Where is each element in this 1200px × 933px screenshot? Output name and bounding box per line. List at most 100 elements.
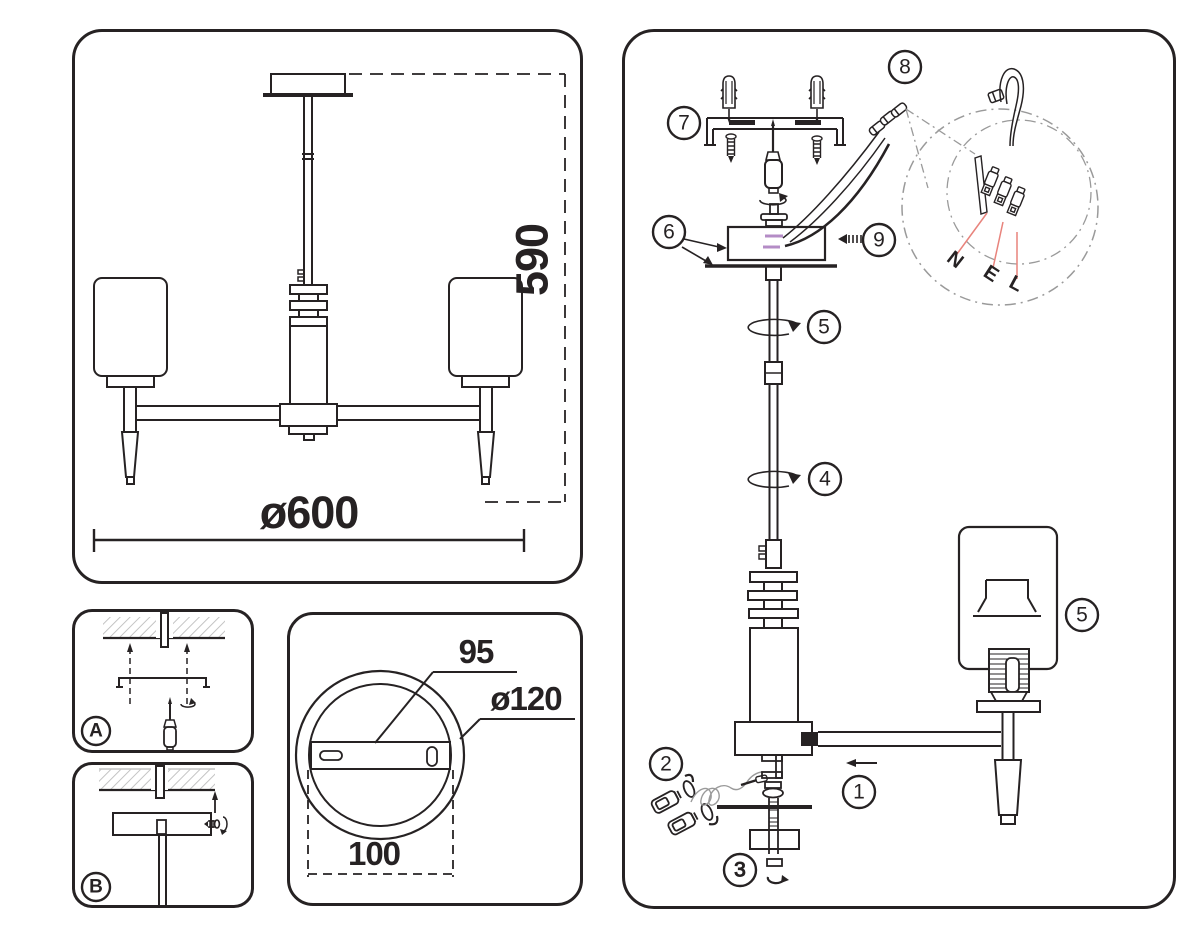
wire-end-connector	[740, 774, 768, 787]
wiring-detail-circle: N E L	[901, 67, 1099, 306]
up-arrow-icon	[212, 791, 218, 813]
mount-plate-panel: 95 ø120 100	[287, 612, 583, 906]
supply-wires	[782, 131, 891, 248]
wire-live-label: L	[1005, 271, 1026, 296]
clip-icon	[684, 773, 695, 783]
diameter-dimension: ø600	[260, 487, 359, 538]
step8-group: 8	[867, 49, 1099, 306]
canopy-slots-purple	[763, 234, 783, 249]
step8-badge	[887, 49, 923, 85]
step6-arrows	[681, 238, 727, 265]
detail-a-label: A	[89, 721, 103, 742]
mounting-bracket	[116, 677, 210, 688]
canopy-side-view	[112, 812, 212, 905]
insert-arrow-icon	[846, 759, 877, 767]
mount-bracket-bar	[310, 741, 451, 770]
bracket-width-dimension: 95	[459, 633, 494, 670]
right-lamp	[448, 277, 523, 485]
diameter-dimension-line	[92, 529, 526, 552]
hole-spacing-lines	[307, 770, 454, 877]
canopy-group: 6 9	[651, 131, 897, 268]
screw-icon	[725, 133, 737, 164]
finial-block	[749, 829, 800, 850]
step5b-label: 5	[1076, 604, 1088, 627]
bulb-icon	[973, 579, 1041, 617]
step9-label: 9	[873, 229, 885, 252]
step2-group: 2	[648, 746, 768, 836]
rod-group	[747, 265, 801, 569]
arm-bar	[137, 405, 479, 421]
step3-label: 3	[734, 859, 746, 882]
ceiling-stud	[155, 765, 165, 799]
step6-label: 6	[663, 221, 675, 244]
center-body	[289, 325, 328, 405]
rod-coupler	[764, 361, 783, 385]
wall-anchor-icon	[720, 75, 738, 124]
hole-spacing-dimension: 100	[348, 835, 400, 872]
center-hub	[279, 403, 338, 441]
plate-diameter-leader	[459, 718, 575, 740]
zoom-leader-lines	[905, 108, 976, 189]
arm-socket-block	[801, 732, 818, 746]
bracket-width-leader	[374, 671, 517, 744]
wire-label-leaders	[956, 212, 1018, 279]
slot-vertical	[426, 746, 438, 767]
assembly-drawing: 7	[648, 49, 1100, 888]
height-dimension: 590	[507, 224, 558, 296]
clip-icon	[708, 815, 719, 826]
detail-b-badge	[80, 871, 112, 903]
washer-icon	[700, 803, 714, 821]
detail-b-label: B	[89, 877, 103, 898]
screw-icon	[811, 135, 823, 166]
step2-label: 2	[660, 753, 672, 776]
detail-a-drawing: A	[80, 612, 225, 750]
rod-top-flange	[760, 203, 788, 227]
decor-discs	[289, 284, 328, 327]
wire-neutral-label: N	[943, 247, 968, 273]
wire-terminal-icon	[889, 101, 909, 119]
rod-bottom-cap	[765, 539, 782, 569]
hook-bracket	[761, 754, 783, 779]
mount-plate-drawing: 95 ø120 100	[294, 633, 575, 877]
ceiling-pin	[160, 612, 169, 648]
canopy-box	[726, 225, 827, 262]
wire-loop	[987, 67, 1025, 147]
center-body-group	[734, 571, 818, 756]
rotate-arrow-icon	[747, 318, 801, 337]
nut-icon	[764, 781, 782, 789]
washer-ic	[762, 787, 784, 799]
mounting-bracket	[704, 117, 846, 146]
finial-nut	[766, 858, 783, 867]
front-view-panel: 590 ø600	[72, 29, 583, 584]
step5b-badge	[1064, 597, 1100, 633]
chandelier-front-view	[93, 73, 523, 485]
detail-b-drawing: B	[80, 765, 228, 905]
washer-icon	[682, 780, 696, 798]
right-lamp-group	[957, 525, 1059, 825]
wire-earth-label: E	[979, 261, 1002, 287]
lamp-wire-squiggle	[690, 771, 764, 806]
side-screw-icon	[204, 816, 228, 835]
step5-badge	[806, 309, 842, 345]
ceiling-detail-b-panel: B	[72, 762, 254, 908]
arm-tube	[818, 731, 1001, 747]
step9-badge	[861, 222, 897, 258]
step3-badge	[722, 852, 758, 888]
rotate-arrow-icon	[747, 470, 801, 489]
step7-label: 7	[678, 112, 690, 135]
step6-badge	[651, 214, 687, 250]
plate-diameter-dimension: ø120	[490, 680, 561, 717]
turn-hook-icon	[766, 875, 789, 885]
step1-badge	[841, 774, 877, 810]
up-arrows	[127, 643, 190, 652]
step7-badge	[666, 105, 702, 141]
step4-label: 4	[819, 468, 831, 491]
step5-label: 5	[818, 316, 830, 339]
step3-group: 3	[717, 754, 812, 888]
hanging-rod	[297, 97, 314, 285]
screwdriver-icon	[759, 119, 788, 206]
terminal-plate	[974, 155, 988, 215]
detail-a-badge	[80, 715, 112, 747]
lamp-socket	[988, 648, 1030, 702]
